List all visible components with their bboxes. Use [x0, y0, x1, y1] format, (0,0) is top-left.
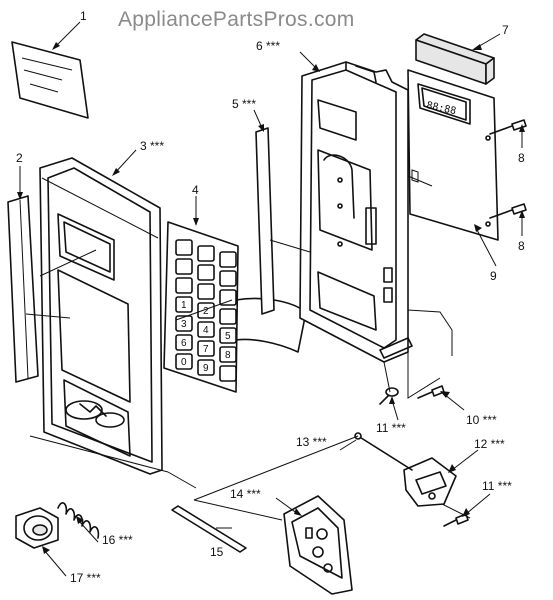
keypad-key — [197, 245, 215, 262]
screw-10 — [417, 385, 445, 399]
keypad-key — [219, 365, 237, 382]
keypad-key-label: 1 — [181, 300, 187, 311]
part-4-keypad: 1 2 3 4 5 6 7 8 0 9 — [163, 221, 307, 393]
callout-3: 3 *** — [140, 139, 164, 153]
keypad-key — [175, 258, 193, 275]
screw-8-upper — [489, 119, 527, 135]
keypad-key-label: 9 — [203, 363, 209, 374]
part-9-circuit-board: 88:88 — [407, 69, 499, 241]
part-14-switch-bracket — [283, 495, 353, 595]
part-5-flat-strip — [255, 127, 275, 315]
screw-8-lower — [489, 203, 527, 219]
callout-5: 5 *** — [232, 97, 256, 111]
part-16-spring — [57, 502, 100, 539]
watermark: AppliancePartsPros.com — [118, 8, 355, 31]
callout-labels: 1 2 3 *** 4 5 *** 6 *** 7 8 8 9 10 *** 1… — [16, 9, 525, 585]
keypad-key — [219, 270, 237, 287]
keypad-key — [219, 327, 237, 344]
keypad-key-label: 6 — [181, 338, 187, 349]
keypad-key — [175, 277, 193, 294]
part-12-latch-bracket — [403, 457, 457, 507]
keypad-key — [175, 239, 193, 256]
part-2-side-strip — [7, 195, 39, 383]
callout-17: 17 *** — [70, 571, 101, 585]
keypad-key — [197, 340, 215, 357]
keypad-key — [197, 359, 215, 376]
part-13-rod — [354, 432, 413, 471]
callout-4: 4 — [192, 183, 199, 197]
callout-12: 12 *** — [474, 437, 505, 451]
keypad-key-grid: 1 2 3 4 5 6 7 8 0 9 — [175, 239, 237, 382]
keypad-key — [197, 321, 215, 338]
callout-15: 15 — [210, 545, 224, 559]
part-1-glass-panel — [11, 41, 89, 119]
callout-8-lower: 8 — [518, 239, 525, 253]
callout-11-upper: 11 *** — [376, 421, 406, 435]
callout-11-lower: 11 *** — [482, 479, 512, 493]
keypad-key-label: 4 — [203, 325, 209, 336]
callout-6: 6 *** — [256, 39, 280, 53]
keypad-key — [219, 346, 237, 363]
keypad-key-label: 8 — [225, 350, 231, 361]
keypad-key-label: 7 — [203, 344, 209, 355]
part-3-control-panel-frame — [39, 157, 163, 475]
assembly-lines — [25, 175, 471, 521]
keypad-key — [175, 296, 193, 313]
callout-7: 7 — [502, 23, 509, 37]
part-17-release-button — [15, 507, 59, 549]
callout-16: 16 *** — [102, 533, 133, 547]
callout-1: 1 — [80, 9, 87, 23]
keypad-key — [197, 264, 215, 281]
keypad-key-label: 5 — [225, 331, 231, 342]
callout-8-upper: 8 — [518, 151, 525, 165]
keypad-key-label: 0 — [181, 357, 187, 368]
part-6-control-housing — [299, 61, 413, 363]
callout-9: 9 — [490, 269, 497, 283]
callout-14: 14 *** — [230, 487, 261, 501]
keypad-key — [175, 315, 193, 332]
callout-13: 13 *** — [296, 435, 327, 449]
screw-11-upper — [379, 387, 399, 405]
callout-10: 10 *** — [466, 413, 497, 427]
part-15-bar — [171, 505, 247, 553]
keypad-key-label: 3 — [181, 319, 187, 330]
keypad-key-label: 2 — [203, 306, 209, 317]
leader-lines — [17, 21, 525, 577]
keypad-key — [175, 353, 193, 370]
keypad-key — [197, 302, 215, 319]
keypad-key — [219, 251, 237, 268]
keypad-key — [219, 308, 237, 325]
keypad-key — [219, 289, 237, 306]
keypad-key — [197, 283, 215, 300]
keypad-key — [175, 334, 193, 351]
callout-2: 2 — [16, 151, 23, 165]
part-7-foam-block — [415, 33, 495, 85]
screw-11-lower — [443, 513, 469, 527]
